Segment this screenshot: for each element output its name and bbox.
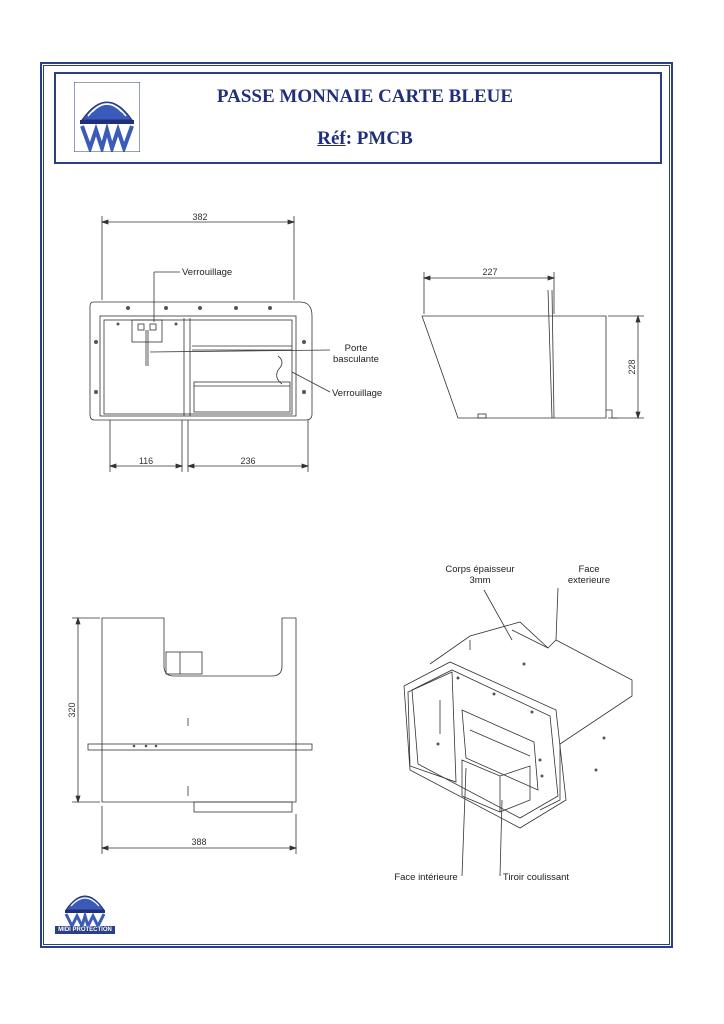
drawing-frame-inner: [43, 65, 670, 945]
top-view: [72, 616, 313, 854]
callout-outer-line1: Face: [578, 564, 599, 575]
callout-body-line1: Corps épaisseur: [445, 564, 514, 575]
dim-front-width: 382: [192, 212, 207, 222]
dim-top-length: 320: [67, 702, 77, 717]
callout-outer-line2: exterieure: [568, 575, 610, 586]
callout-door-line2: basculante: [333, 354, 379, 365]
callout-door-line1: Porte: [345, 343, 368, 354]
brand-logo-icon: [64, 895, 106, 931]
company-logo-icon: [74, 82, 140, 152]
brand-name: MIDI PROTECTION: [55, 926, 115, 934]
reference-key: Réf: [317, 128, 346, 149]
dim-side-depth: 227: [482, 267, 497, 277]
title-block: [54, 72, 662, 164]
dim-front-right: 236: [240, 456, 255, 466]
front-view: [89, 216, 331, 472]
dim-top-width: 388: [191, 837, 206, 847]
document-title: PASSE MONNAIE CARTE BLEUE: [216, 86, 514, 107]
callout-body-line2: 3mm: [469, 575, 490, 586]
dim-side-height: 228: [627, 359, 637, 374]
callout-lock-right: Verrouillage: [332, 388, 382, 399]
drawing-frame-outer: [40, 62, 673, 948]
callout-drawer: Tiroir coulissant: [503, 872, 570, 883]
side-view: [421, 272, 644, 420]
isometric-view: [403, 587, 633, 877]
document-reference: Réf: PMCB: [140, 128, 590, 150]
dim-front-left: 116: [139, 456, 153, 466]
callout-inner-face: Face intérieure: [394, 872, 457, 883]
reference-value: : PMCB: [345, 128, 413, 149]
callout-lock-top: Verrouillage: [182, 267, 232, 278]
